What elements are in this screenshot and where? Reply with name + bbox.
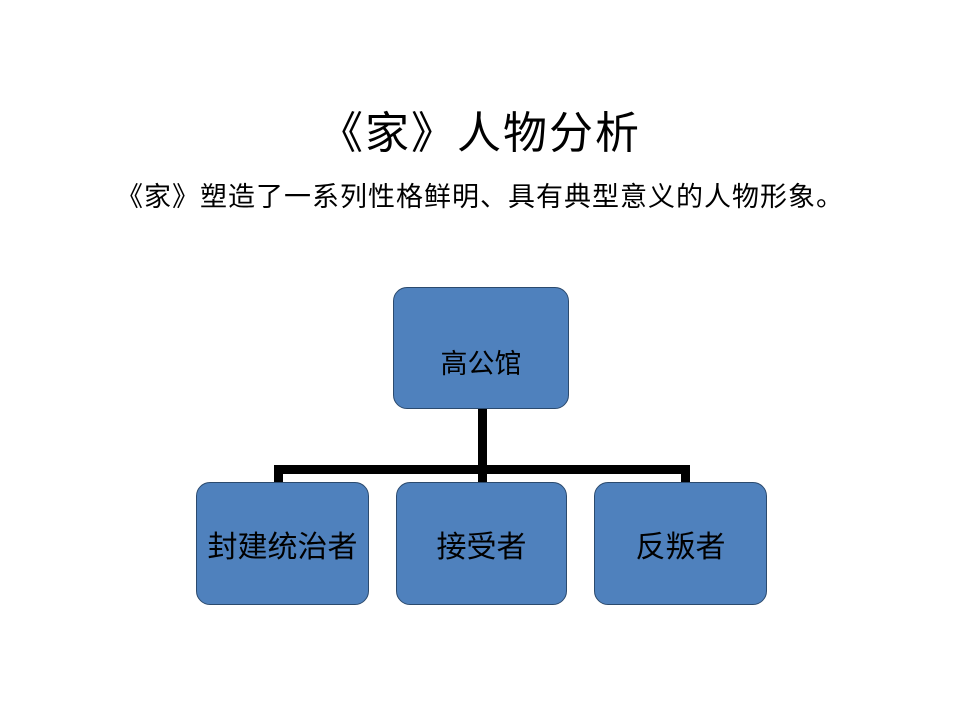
org-node-child-2[interactable]: 反叛者 <box>594 482 767 605</box>
connector-root-trunk <box>478 407 487 474</box>
org-node-root[interactable]: 高公馆 <box>393 287 569 409</box>
org-node-child-1[interactable]: 接受者 <box>396 482 567 605</box>
org-node-child-0-label: 封建统治者 <box>207 530 358 564</box>
connector-drop-child-0 <box>274 465 283 483</box>
page-title: 《家》人物分析 <box>319 109 641 158</box>
page-subtitle: 《家》塑造了一系列性格鲜明、具有典型意义的人物形象。 <box>116 182 844 212</box>
org-node-child-0[interactable]: 封建统治者 <box>196 482 369 605</box>
connector-drop-child-1 <box>478 465 487 483</box>
org-node-child-1-label: 接受者 <box>436 530 527 564</box>
org-node-child-2-label: 反叛者 <box>635 530 726 564</box>
org-node-root-label: 高公馆 <box>440 348 522 379</box>
connector-drop-child-2 <box>681 465 690 483</box>
